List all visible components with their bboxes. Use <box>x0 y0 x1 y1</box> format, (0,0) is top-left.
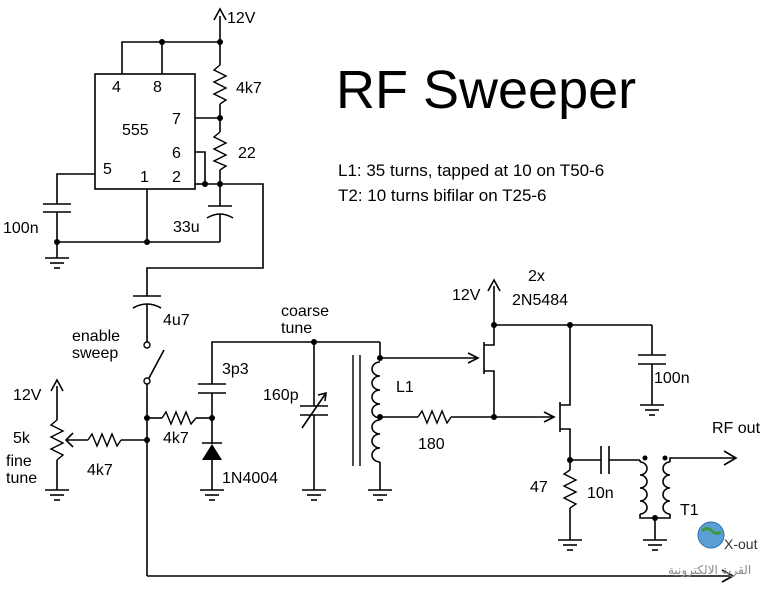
watermark-arabic: القرية الالكترونية <box>668 563 751 578</box>
gate-arrow-icon <box>467 352 480 364</box>
label-fine-tune: tune <box>6 470 37 487</box>
pin-2-label: 2 <box>172 169 181 186</box>
label-160p: 160p <box>263 387 299 404</box>
globe-land <box>700 527 722 535</box>
resistor-22 <box>212 131 228 171</box>
pin-6-label: 6 <box>172 145 181 162</box>
wire-pin5 <box>56 173 95 204</box>
diagram-title: RF Sweeper <box>336 60 636 120</box>
diode-icon <box>202 444 222 460</box>
pin-7-label: 7 <box>172 111 181 128</box>
pin-5-label: 5 <box>103 161 112 178</box>
label-enable: enable <box>72 328 120 345</box>
resistor-180 <box>417 409 452 425</box>
t1-secondary-coil <box>662 461 671 515</box>
pin-4-label: 4 <box>112 79 121 96</box>
timer-555: 555 4 8 7 6 5 1 2 12V 4k7 22 <box>3 7 264 296</box>
coarse-tune-section: coarse tune 160p <box>263 303 329 501</box>
inductor-l1: L1 180 <box>352 342 494 501</box>
resistor-4k7-top <box>212 64 228 105</box>
label-2x: 2x <box>528 268 545 285</box>
potentiometer-5k <box>49 419 65 461</box>
ic-555-label: 555 <box>122 122 149 139</box>
label-l1: L1 <box>396 379 414 396</box>
label-47: 47 <box>530 479 548 496</box>
supply-12v-fet: 12V <box>452 287 481 304</box>
resistor-4k7-pot <box>87 432 122 448</box>
trimmer-arrow-icon <box>317 391 327 402</box>
t1-primary-coil <box>639 461 648 515</box>
label-sweep: sweep <box>72 345 118 362</box>
note-t2: T2: 10 turns bifilar on T25-6 <box>338 186 547 205</box>
label-22: 22 <box>238 145 256 162</box>
pin-1-label: 1 <box>140 169 149 186</box>
label-100n-left: 100n <box>3 220 39 237</box>
label-180: 180 <box>418 436 445 453</box>
fine-tune-section: 12V 5k fine tune 4k7 <box>6 378 147 501</box>
wire-pin6 <box>195 151 220 185</box>
inductor-coil-bottom <box>371 419 381 463</box>
label-1n4004: 1N4004 <box>222 470 278 487</box>
watermark-text: X-out <box>724 536 758 552</box>
pin-8-label: 8 <box>153 79 162 96</box>
label-4k7-diode: 4k7 <box>163 430 189 447</box>
switch-contact-bottom <box>143 377 151 385</box>
supply-12v-top: 12V <box>227 10 256 27</box>
sweep-section: 4u7 enable sweep <box>72 295 735 583</box>
varactor-section: 4k7 3p3 1N4004 <box>147 339 380 501</box>
phase-dot <box>662 455 668 461</box>
switch-lever <box>148 349 165 379</box>
ic-555-body <box>94 73 196 190</box>
wire-timing-output <box>146 183 264 296</box>
label-5k: 5k <box>13 430 31 447</box>
gate-arrow-icon <box>543 411 556 423</box>
watermark-logo: X-out القرية الالكترونية <box>668 521 758 578</box>
label-3p3: 3p3 <box>222 361 249 378</box>
label-coarse: coarse <box>281 303 329 320</box>
phase-dot <box>642 455 648 461</box>
trimmer-arrow <box>301 392 327 429</box>
supply-12v-left: 12V <box>13 387 42 404</box>
rf-out-arrow-icon <box>723 450 738 466</box>
label-rf-out: RF out <box>712 420 761 437</box>
globe-icon <box>697 521 725 549</box>
switch-contact-top <box>143 341 151 349</box>
wire-pin4 <box>121 41 220 74</box>
inductor-coil-top <box>371 361 381 419</box>
wire-rf-out <box>669 457 735 462</box>
label-4u7: 4u7 <box>163 312 190 329</box>
note-l1: L1: 35 turns, tapped at 10 on T50-6 <box>338 161 604 180</box>
fet-2-drain <box>560 325 571 406</box>
supply-arrow-icon <box>50 378 64 392</box>
fet-1-drain <box>484 343 495 346</box>
junction <box>202 181 208 187</box>
junction <box>159 39 165 45</box>
label-fine: fine <box>6 453 32 470</box>
label-100n-right: 100n <box>654 370 690 387</box>
wire-tank-top <box>211 341 380 384</box>
label-2n5484: 2N5484 <box>512 292 568 309</box>
resistor-4k7-diode <box>161 410 197 426</box>
label-33u: 33u <box>173 219 200 236</box>
supply-arrow-icon <box>487 278 501 292</box>
output-arrow-icon <box>721 569 735 583</box>
label-10n: 10n <box>587 485 614 502</box>
label-t1: T1 <box>680 502 699 519</box>
resistor-47 <box>562 469 578 509</box>
label-4k7-top: 4k7 <box>236 80 262 97</box>
supply-arrow-icon <box>213 7 227 21</box>
label-coarse-tune: tune <box>281 320 312 337</box>
transformer-t1: RF out T1 <box>639 420 761 551</box>
fet-section: 2x 2N5484 12V 100n <box>380 268 690 551</box>
fet-1-source <box>484 370 495 417</box>
fet-2-source <box>560 428 571 460</box>
label-4k7-pot: 4k7 <box>87 462 113 479</box>
